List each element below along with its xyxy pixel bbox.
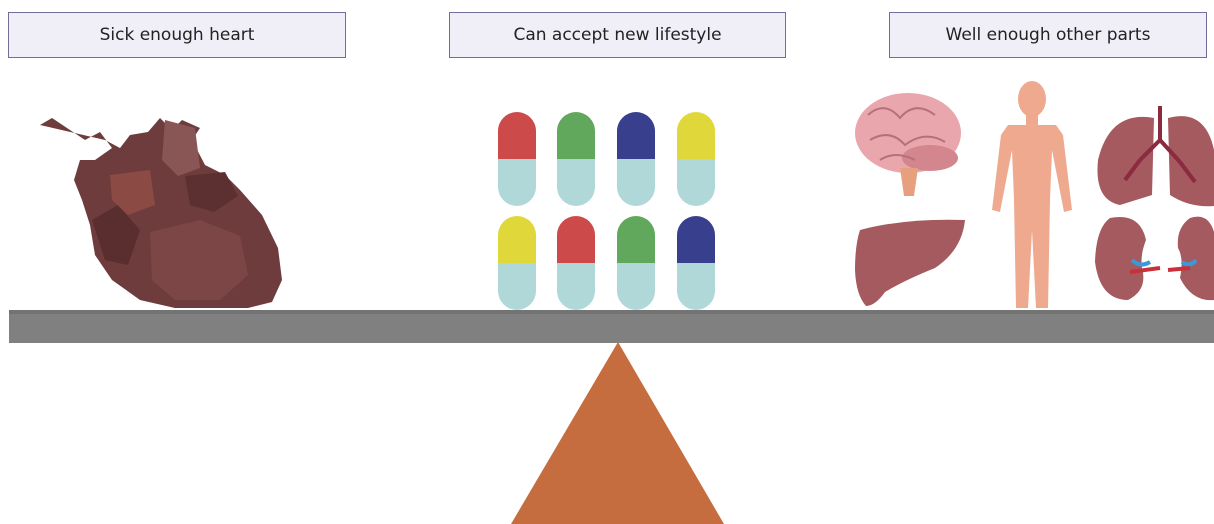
label-sick-heart: Sick enough heart	[8, 12, 346, 58]
pill-icon	[557, 112, 595, 206]
label-new-lifestyle-text: Can accept new lifestyle	[513, 25, 722, 45]
pill-icon	[677, 216, 715, 310]
label-other-parts-text: Well enough other parts	[945, 25, 1151, 45]
label-new-lifestyle: Can accept new lifestyle	[449, 12, 786, 58]
pill-icon	[498, 112, 536, 206]
pill-icon	[617, 216, 655, 310]
fulcrum-triangle	[511, 342, 724, 524]
balance-beam-shadow	[9, 310, 1214, 314]
liver-icon	[855, 219, 965, 306]
pill-icon	[498, 216, 536, 310]
pill-icon	[617, 112, 655, 206]
pills-grid	[498, 112, 715, 310]
body-icon	[992, 81, 1072, 308]
label-sick-heart-text: Sick enough heart	[99, 25, 255, 45]
label-other-parts: Well enough other parts	[889, 12, 1207, 58]
pill-icon	[677, 112, 715, 206]
brain-icon	[855, 93, 961, 196]
pill-icon	[557, 216, 595, 310]
heart-icon	[40, 118, 282, 308]
kidneys-icon	[1095, 216, 1214, 301]
lungs-icon	[1097, 106, 1214, 207]
balance-beam	[9, 310, 1214, 343]
